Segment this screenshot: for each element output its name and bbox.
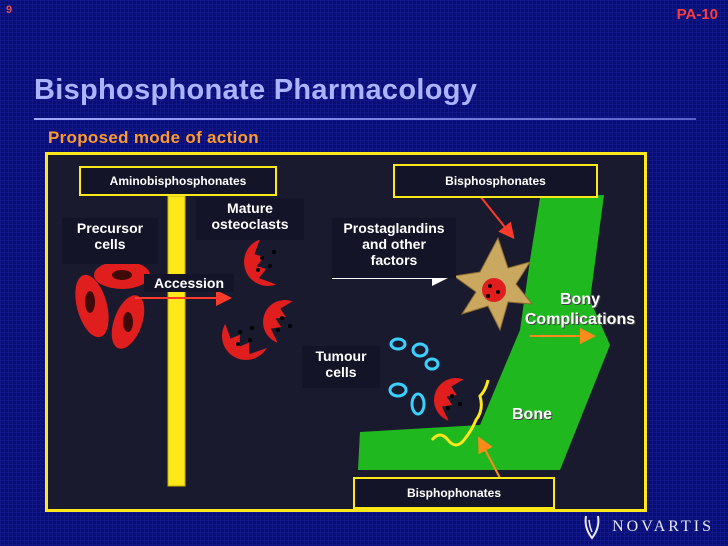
mature-osteoclasts-label: Mature osteoclasts [196,198,304,240]
prostaglandins-label: Prostaglandins and other factors [332,218,456,278]
precursor-cells-label: Precursor cells [62,218,158,264]
slide-subtitle: Proposed mode of action [48,128,259,147]
bisphosphonates-bottom-label: Bisphophonates [353,477,555,509]
tumour-cells-label: Tumour cells [302,346,380,388]
yellow-barrier [167,195,186,487]
bone-osteoclast [434,378,464,421]
bone-label: Bone [512,406,552,423]
resorption-line [430,379,490,447]
precursor-cell [94,261,150,289]
novartis-brand: NOVARTIS [612,518,714,535]
precursor-cell [75,274,109,338]
osteoclast [263,300,293,343]
top-bisphosphonates-arrow [479,195,515,240]
osteoclast [244,239,277,286]
bottom-bisphosphonates-arrow [478,436,501,479]
novartis-logo-icon [584,515,600,540]
aminobisphosphonates-label: Aminobisphosphonates [79,166,277,196]
bisphosphonates-top-label: Bisphosphonates [393,164,598,198]
tumour-cells [388,337,440,416]
precursor-cell [111,295,145,349]
slide-title: Bisphosphonate Pharmacology [34,74,478,106]
corner-number: 9 [6,4,13,16]
slide-code: PA-10 [676,6,718,23]
accession-label: Accession [144,274,234,292]
activated-osteoclast [452,236,534,332]
bone-shape [358,195,610,470]
osteoclast [222,324,267,360]
bony-complications-label: Bony Complications [524,291,636,328]
title-divider [34,118,696,120]
